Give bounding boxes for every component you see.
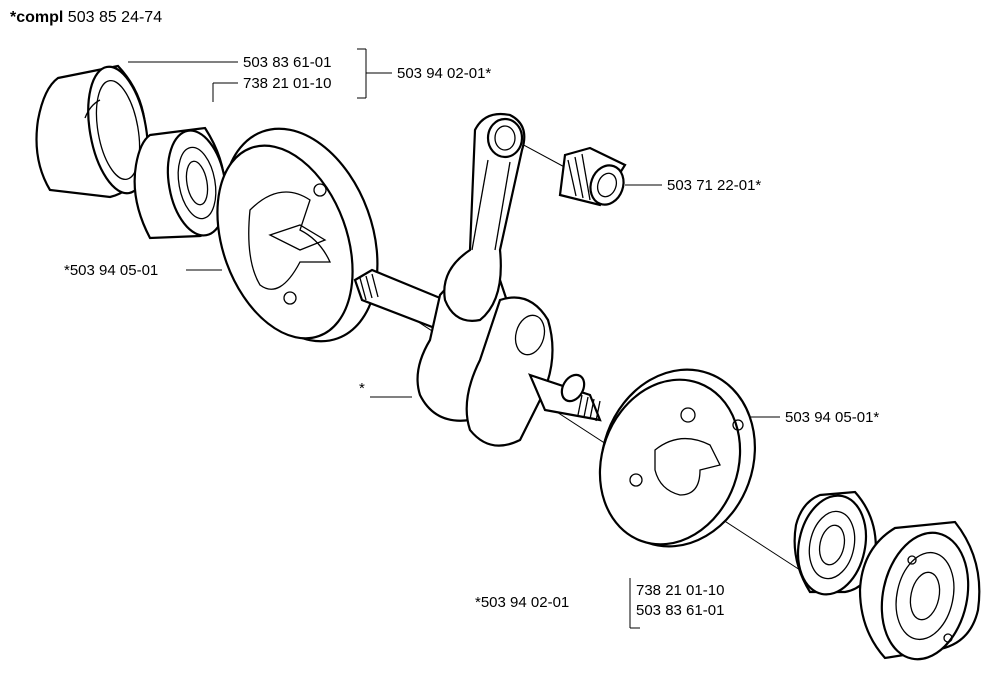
left-ball-bearing [133, 126, 228, 240]
crankshaft [353, 112, 602, 447]
assembly-title-prefix: *compl [10, 9, 64, 26]
left-flywheel-half [216, 127, 379, 343]
label-bottom-group: *503 94 02-01 [475, 594, 570, 611]
label-crankshaft: * [359, 380, 365, 397]
label-needle-bearing: 503 71 22-01* [667, 177, 762, 194]
label-bottom-seal-part: 738 21 01-10 [636, 582, 725, 599]
needle-bearing [558, 146, 627, 207]
label-bottom-bearing-part: 503 83 61-01 [636, 602, 725, 619]
label-right-flywheel-half: 503 94 05-01* [785, 409, 880, 426]
right-outer-bearing [858, 520, 981, 661]
label-left-flywheel-half: *503 94 05-01 [64, 262, 159, 279]
assembly-title-number: 503 85 24-74 [67, 9, 163, 26]
assembly-title: *compl 503 85 24-74 [10, 8, 162, 28]
right-flywheel-half [598, 368, 757, 548]
label-top-bearing-part: 503 83 61-01 [243, 54, 332, 71]
right-ball-bearing [793, 490, 877, 596]
label-top-seal-part: 738 21 01-10 [243, 75, 332, 92]
label-top-group: 503 94 02-01* [397, 65, 492, 82]
left-outer-bearing [35, 64, 149, 199]
